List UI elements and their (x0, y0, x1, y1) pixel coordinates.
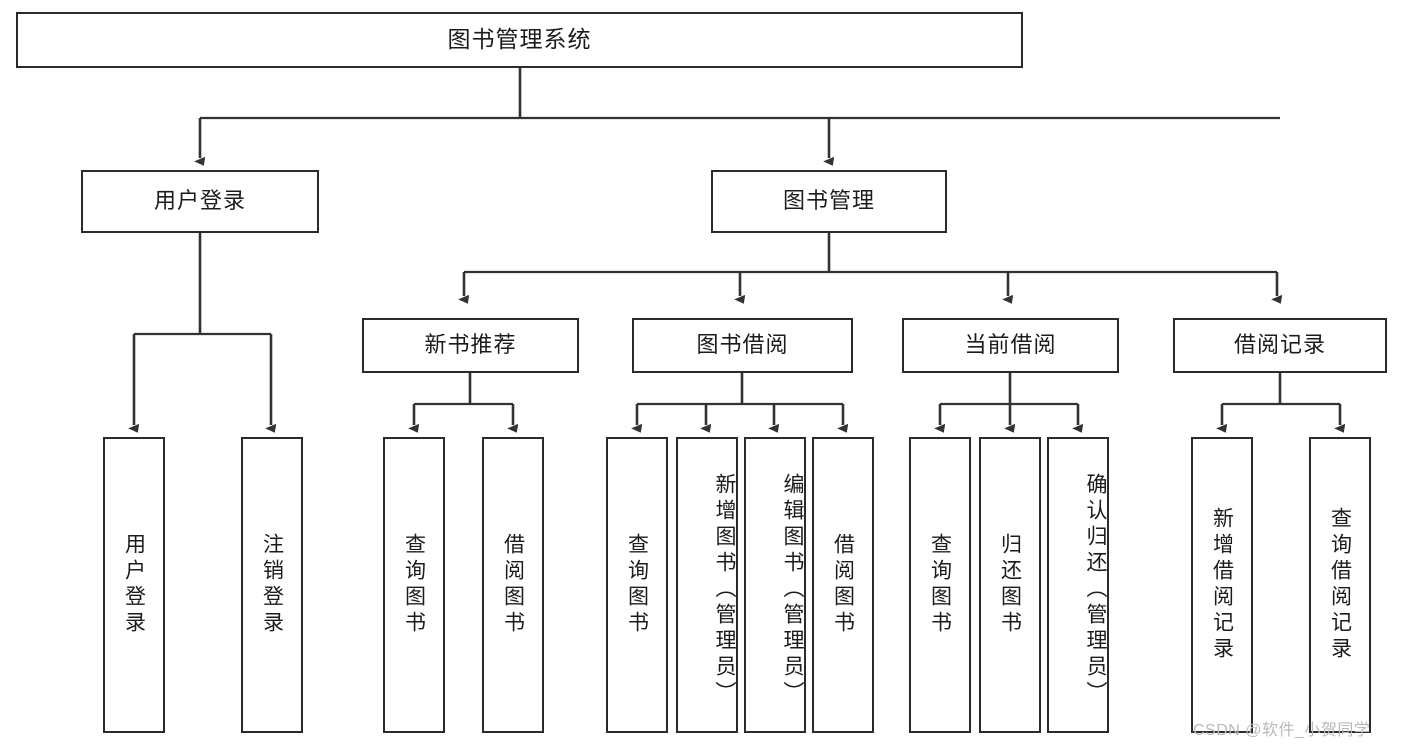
node-book-borrow-label: 图书借阅 (696, 332, 789, 358)
leaf-borrow-book-1[interactable]: 借阅图书 (482, 437, 544, 733)
leaf-return-book[interactable]: 归还图书 (979, 437, 1041, 733)
leaf-return-book-label: 归还图书 (998, 533, 1022, 637)
leaf-edit-book-label: 编辑图书（管理员） (781, 473, 804, 707)
node-borrow-record-label: 借阅记录 (1233, 332, 1326, 358)
node-root-label: 图书管理系统 (447, 26, 592, 53)
node-borrow-record[interactable]: 借阅记录 (1173, 318, 1387, 373)
leaf-query-book-1-label: 查询图书 (402, 533, 426, 637)
leaf-add-book-label: 新增图书（管理员） (713, 473, 736, 707)
leaf-edit-book[interactable]: 编辑图书（管理员） (744, 437, 806, 733)
node-book-manage-label: 图书管理 (782, 188, 875, 214)
leaf-query-book-2-label: 查询图书 (625, 533, 649, 637)
node-user-login[interactable]: 用户登录 (81, 170, 319, 233)
leaf-borrow-book-1-label: 借阅图书 (501, 533, 525, 637)
leaf-query-book-3-label: 查询图书 (928, 533, 952, 637)
leaf-user-login-label: 用户登录 (122, 533, 146, 637)
leaf-confirm-return-label: 确认归还（管理员） (1084, 473, 1107, 707)
leaf-add-record[interactable]: 新增借阅记录 (1191, 437, 1253, 733)
leaf-borrow-book-2-label: 借阅图书 (831, 533, 855, 637)
node-user-login-label: 用户登录 (153, 188, 246, 214)
leaf-confirm-return[interactable]: 确认归还（管理员） (1047, 437, 1109, 733)
leaf-logout-label: 注销登录 (260, 533, 284, 637)
leaf-query-book-1[interactable]: 查询图书 (383, 437, 445, 733)
node-current-borrow[interactable]: 当前借阅 (902, 318, 1119, 373)
node-new-book-recommend[interactable]: 新书推荐 (362, 318, 579, 373)
leaf-user-login[interactable]: 用户登录 (103, 437, 165, 733)
leaf-add-book[interactable]: 新增图书（管理员） (676, 437, 738, 733)
leaf-add-record-label: 新增借阅记录 (1210, 507, 1234, 663)
leaf-query-record[interactable]: 查询借阅记录 (1309, 437, 1371, 733)
node-current-borrow-label: 当前借阅 (964, 332, 1057, 358)
node-root-system[interactable]: 图书管理系统 (16, 12, 1023, 68)
node-book-manage[interactable]: 图书管理 (711, 170, 947, 233)
leaf-query-book-2[interactable]: 查询图书 (606, 437, 668, 733)
leaf-query-book-3[interactable]: 查询图书 (909, 437, 971, 733)
node-new-book-recommend-label: 新书推荐 (424, 332, 517, 358)
node-book-borrow[interactable]: 图书借阅 (632, 318, 853, 373)
leaf-logout[interactable]: 注销登录 (241, 437, 303, 733)
leaf-borrow-book-2[interactable]: 借阅图书 (812, 437, 874, 733)
leaf-query-record-label: 查询借阅记录 (1328, 507, 1352, 663)
